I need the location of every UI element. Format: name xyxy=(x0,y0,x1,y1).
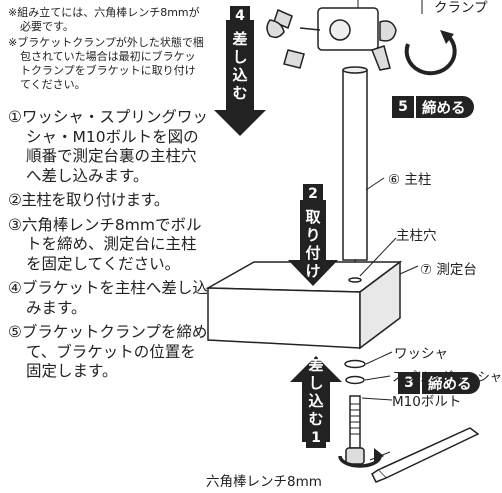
label-washer: ワッシャ xyxy=(394,346,448,362)
step-3: ③六角棒レンチ8mmでボルトを締め、測定台に主柱を固定してください。 xyxy=(8,215,202,273)
arrow-attach-column xyxy=(288,200,338,286)
hardware xyxy=(344,359,366,465)
label-clamp: クランプ xyxy=(434,0,488,16)
notes-block: ※組み立てには、六角棒レンチ8mmが必要です。 ※ブラケットクランプが外した状態… xyxy=(8,6,204,94)
column xyxy=(342,66,368,280)
step-1: ①ワッシャ・スプリングワッシャ・M10ボルトを図の順番で測定台裏の主柱穴へ差し込… xyxy=(8,108,208,185)
rotate-arrow-clamp xyxy=(404,34,457,76)
badge-tighten-3: 3 締める xyxy=(398,372,480,394)
badge-3-text: 締める xyxy=(428,376,472,393)
arrow-4-number: 4 xyxy=(230,6,250,26)
label-column-hole: 主柱穴 xyxy=(396,228,437,244)
badge-5-number: 5 xyxy=(392,96,416,118)
arrow-4-text: 差し込む xyxy=(232,30,248,102)
step-2: ②主柱を取り付けます。 xyxy=(8,191,169,209)
base xyxy=(205,260,403,350)
step-4: ④ブラケットを主柱へ差し込みます。 xyxy=(8,279,208,317)
badge-3-number: 3 xyxy=(398,372,422,394)
note-wrench: ※組み立てには、六角棒レンチ8mmが必要です。 xyxy=(8,6,200,33)
label-base: ⑦ 測定台 xyxy=(420,262,477,278)
note-bracket-clamp: ※ブラケットクランプが外した状態で梱包されていた場合は最初にブラケットクランプを… xyxy=(8,36,204,91)
bracket xyxy=(266,7,397,71)
badge-5-text: 締める xyxy=(422,100,466,117)
wrench xyxy=(376,427,480,479)
step-5: ⑤ブラケットクランプを締めて、ブラケットの位置を固定します。 xyxy=(8,323,208,380)
rotate-arrow-bolt xyxy=(338,455,382,468)
arrow-2-text: 取り付け xyxy=(305,208,321,280)
arrow-2-number: 2 xyxy=(303,184,323,204)
arrow-1-text: 差し込む xyxy=(308,356,324,428)
label-column: ⑥ 主柱 xyxy=(388,172,432,188)
steps-list: ①ワッシャ・スプリングワッシャ・M10ボルトを図の順番で測定台裏の主柱穴へ差し込… xyxy=(8,108,208,387)
arrow-insert-bolt xyxy=(290,356,342,442)
label-bolt: M10ボルト xyxy=(392,394,462,410)
badge-tighten-5: 5 締める xyxy=(392,96,474,118)
label-wrench: 六角棒レンチ8mm xyxy=(206,474,322,490)
label-spring-washer: スプリングワッシャ xyxy=(392,369,502,384)
arrow-insert-bracket xyxy=(214,20,266,136)
arrow-1-number: 1 xyxy=(306,428,326,448)
